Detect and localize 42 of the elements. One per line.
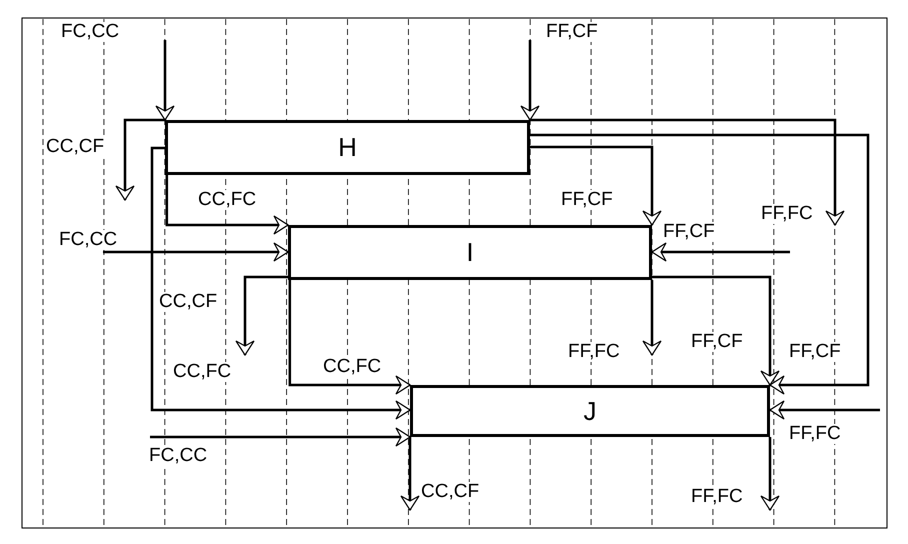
edge-label: CC,FC xyxy=(172,362,232,382)
edge-label: FF,CF xyxy=(545,22,599,42)
arrow xyxy=(769,400,880,420)
arrow xyxy=(150,427,411,447)
edge-label: FF,CF xyxy=(690,332,744,352)
edge-label: FF,FC xyxy=(567,342,621,362)
arrow xyxy=(652,276,780,386)
activity-name: J xyxy=(584,396,596,426)
edge-label: FF,FC xyxy=(690,487,744,507)
arrow xyxy=(400,437,420,511)
edge-label: CC,FC xyxy=(197,190,258,210)
edge-label: FF,FC xyxy=(760,204,814,224)
edge-label: FF,CF xyxy=(788,342,842,362)
arrow xyxy=(155,40,175,121)
edge-label: FF,FC xyxy=(788,424,842,444)
arrow xyxy=(288,280,411,395)
activity-name: H xyxy=(338,132,357,163)
edge-label: FC,CC xyxy=(60,22,120,42)
edge-label: CC,CF xyxy=(420,482,480,502)
activity-bar xyxy=(288,225,652,280)
arrow xyxy=(235,276,288,356)
arrow xyxy=(166,175,289,235)
arrow xyxy=(760,437,780,511)
edge-label: FC,CC xyxy=(148,446,208,466)
arrow xyxy=(103,242,289,262)
activity-name: I xyxy=(466,237,474,268)
activity-bar xyxy=(410,385,770,437)
activity-bar xyxy=(165,120,530,175)
arrow xyxy=(520,40,540,121)
arrow xyxy=(530,134,870,395)
arrow xyxy=(150,146,411,420)
edge-label: FF,CF xyxy=(662,222,716,242)
arrow xyxy=(530,146,662,226)
arrow xyxy=(115,118,165,201)
edge-label: FC,CC xyxy=(58,230,118,250)
arrow xyxy=(651,242,790,262)
edge-label: FF,CF xyxy=(560,190,614,210)
edge-label: CC,CF xyxy=(45,137,106,157)
edge-label: CC,FC xyxy=(322,357,382,377)
arrow xyxy=(530,118,845,226)
arrow xyxy=(642,280,662,356)
edge-label: CC,CF xyxy=(158,292,218,312)
